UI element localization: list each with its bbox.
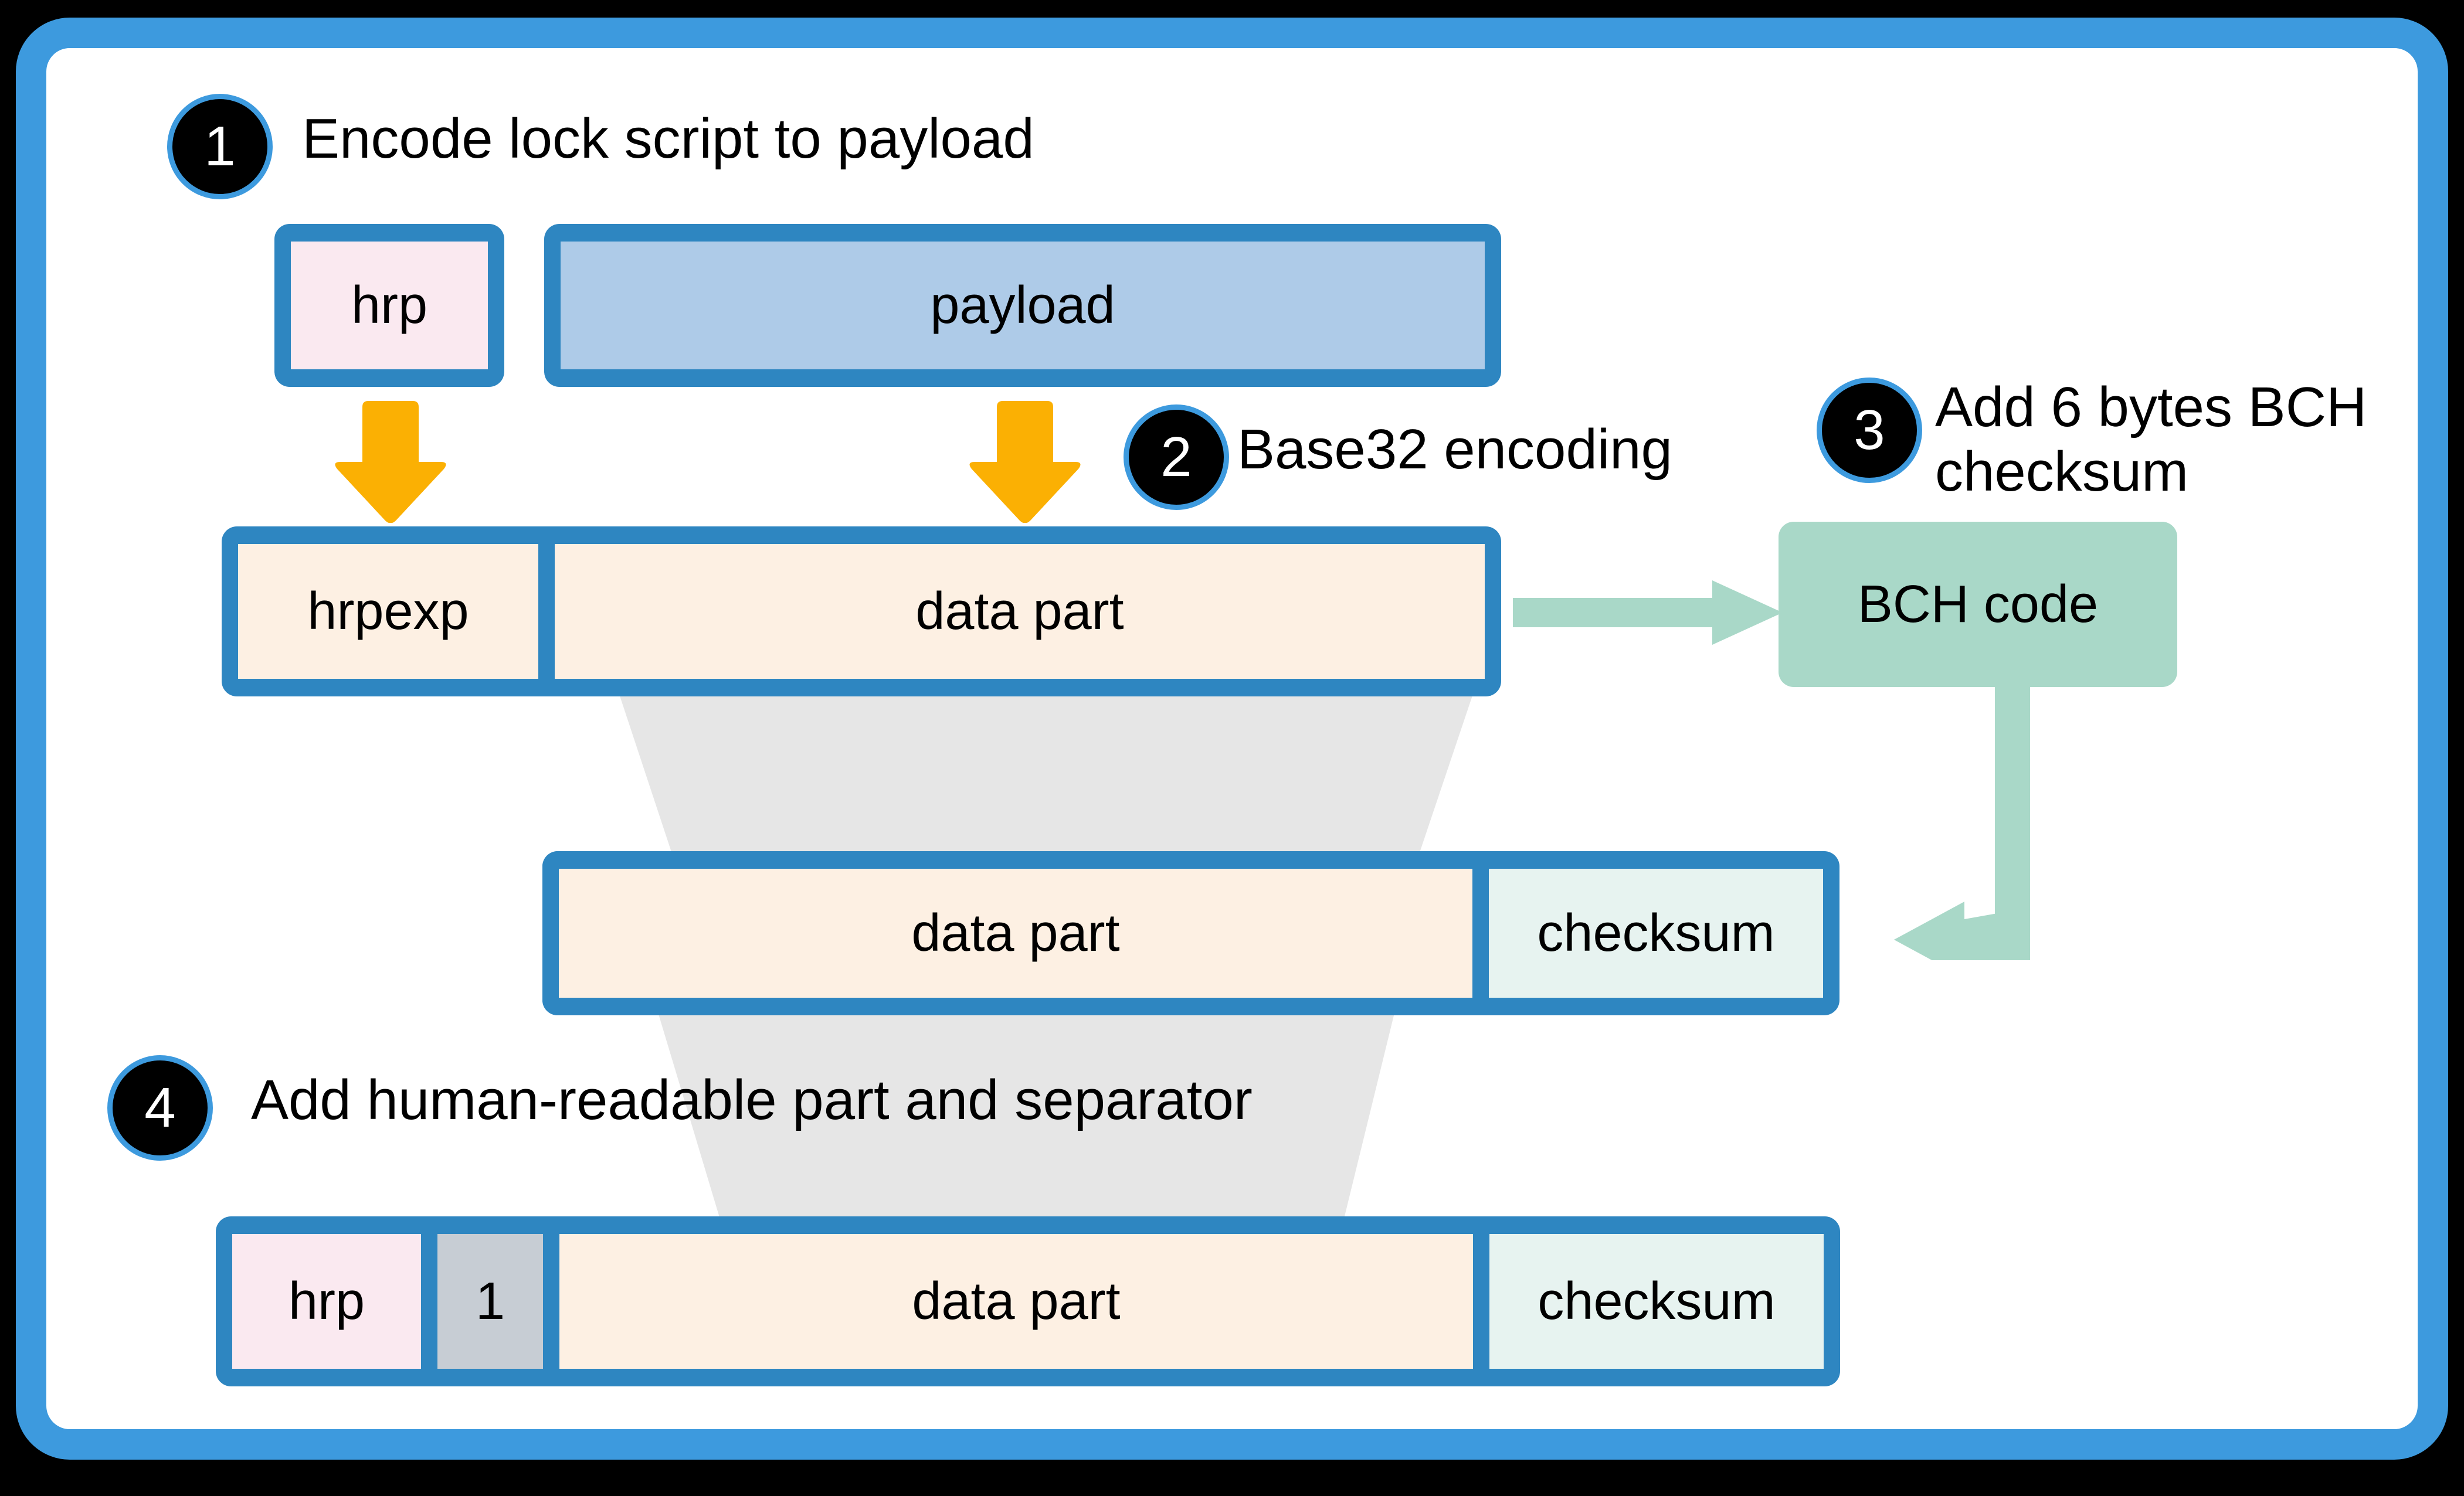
cell-checksum: checksum (1489, 1234, 1824, 1369)
row-final-address-box: hrp 1 data part checksum (216, 1216, 1840, 1386)
step-label-2: Base32 encoding (1237, 418, 1672, 481)
cell-separator: 1 (437, 1234, 543, 1369)
cell-hrpexp: hrpexp (238, 544, 538, 679)
bch-code-box: BCH code (1779, 522, 2177, 687)
cell-data-part: data part (559, 1234, 1473, 1369)
step-label-1: Encode lock script to payload (302, 107, 1034, 170)
cell-data-part: data part (559, 869, 1472, 998)
cell-hrp: hrp (232, 1234, 421, 1369)
funnel-data-part-lower (657, 1008, 1396, 1254)
cell-payload: payload (561, 242, 1485, 369)
step-badge-2: 2 (1124, 404, 1229, 510)
arrow-bch-to-checksum-icon (1894, 685, 2030, 960)
cell-checksum: checksum (1489, 869, 1823, 998)
step-badge-1: 1 (167, 94, 273, 199)
arrow-data-part-to-bch-icon (1513, 580, 1783, 645)
cell-hrp: hrp (291, 242, 488, 369)
arrow-hrp-to-hrpexp-icon (335, 401, 446, 523)
cell-data-part: data part (555, 544, 1485, 679)
row-with-checksum-box-full: data part checksum (542, 851, 1839, 1015)
arrow-payload-to-data-part-icon (969, 401, 1081, 523)
step-label-3: Add 6 bytes BCH checksum (1935, 376, 2367, 504)
row-input-payload-box: payload (544, 224, 1501, 387)
step-badge-3: 3 (1817, 378, 1922, 483)
row-input-hrp-box: hrp (274, 224, 504, 387)
row-expanded-box: hrpexp data part (222, 526, 1501, 696)
step-label-4: Add human-readable part and separator (251, 1069, 1253, 1131)
step-badge-4: 4 (107, 1055, 213, 1161)
